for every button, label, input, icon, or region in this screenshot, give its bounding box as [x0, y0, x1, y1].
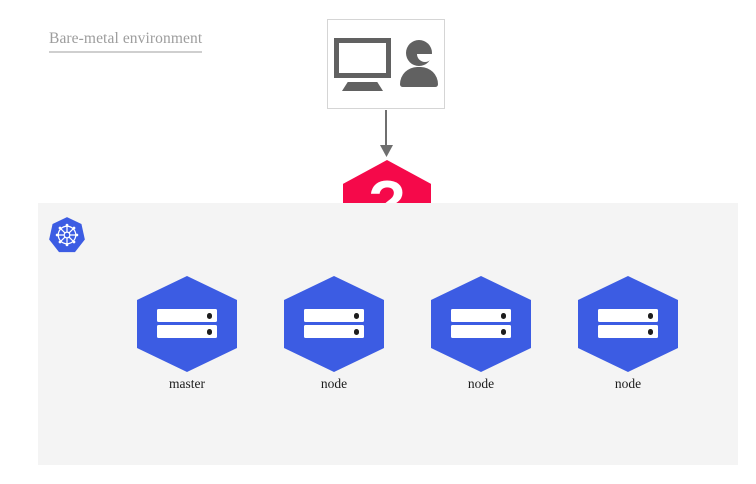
environment-title: Bare-metal environment: [49, 30, 203, 53]
server-bar: [157, 309, 217, 322]
node-label: node: [320, 376, 348, 391]
person-body: [400, 67, 438, 87]
person-icon: [400, 40, 438, 92]
kubernetes-logo-icon: [48, 216, 86, 254]
monitor-icon: [334, 38, 391, 92]
server-bar: [304, 325, 364, 338]
server-icon: [304, 309, 364, 339]
server-icon: [157, 309, 217, 339]
cluster-node[interactable]: master: [137, 276, 237, 391]
node-hexagon: [137, 276, 237, 372]
node-label: node: [614, 376, 642, 391]
node-label: master: [169, 376, 205, 391]
server-bar: [451, 309, 511, 322]
server-led-icon: [206, 329, 212, 335]
server-led-icon: [500, 329, 506, 335]
arrow-shaft: [385, 110, 388, 148]
admin-workstation-box: [327, 19, 445, 109]
person-head: [406, 40, 433, 66]
server-bar: [451, 325, 511, 338]
cluster-node[interactable]: node: [431, 276, 531, 391]
server-led-icon: [647, 329, 653, 335]
cluster-node[interactable]: node: [578, 276, 678, 391]
server-icon: [598, 309, 658, 339]
server-led-icon: [500, 313, 506, 319]
server-led-icon: [353, 313, 359, 319]
arrow-head: [380, 145, 393, 157]
server-led-icon: [647, 313, 653, 319]
server-bar: [598, 309, 658, 322]
flow-arrow-down-icon: [377, 110, 397, 158]
server-led-icon: [206, 313, 212, 319]
server-bar: [157, 325, 217, 338]
person-smile: [417, 54, 433, 62]
server-icon: [451, 309, 511, 339]
monitor-stand: [342, 82, 383, 91]
node-hexagon: [578, 276, 678, 372]
server-bar: [304, 309, 364, 322]
monitor-screen: [334, 38, 391, 78]
server-led-icon: [353, 329, 359, 335]
node-label: node: [467, 376, 495, 391]
server-bar: [598, 325, 658, 338]
cluster-node[interactable]: node: [284, 276, 384, 391]
